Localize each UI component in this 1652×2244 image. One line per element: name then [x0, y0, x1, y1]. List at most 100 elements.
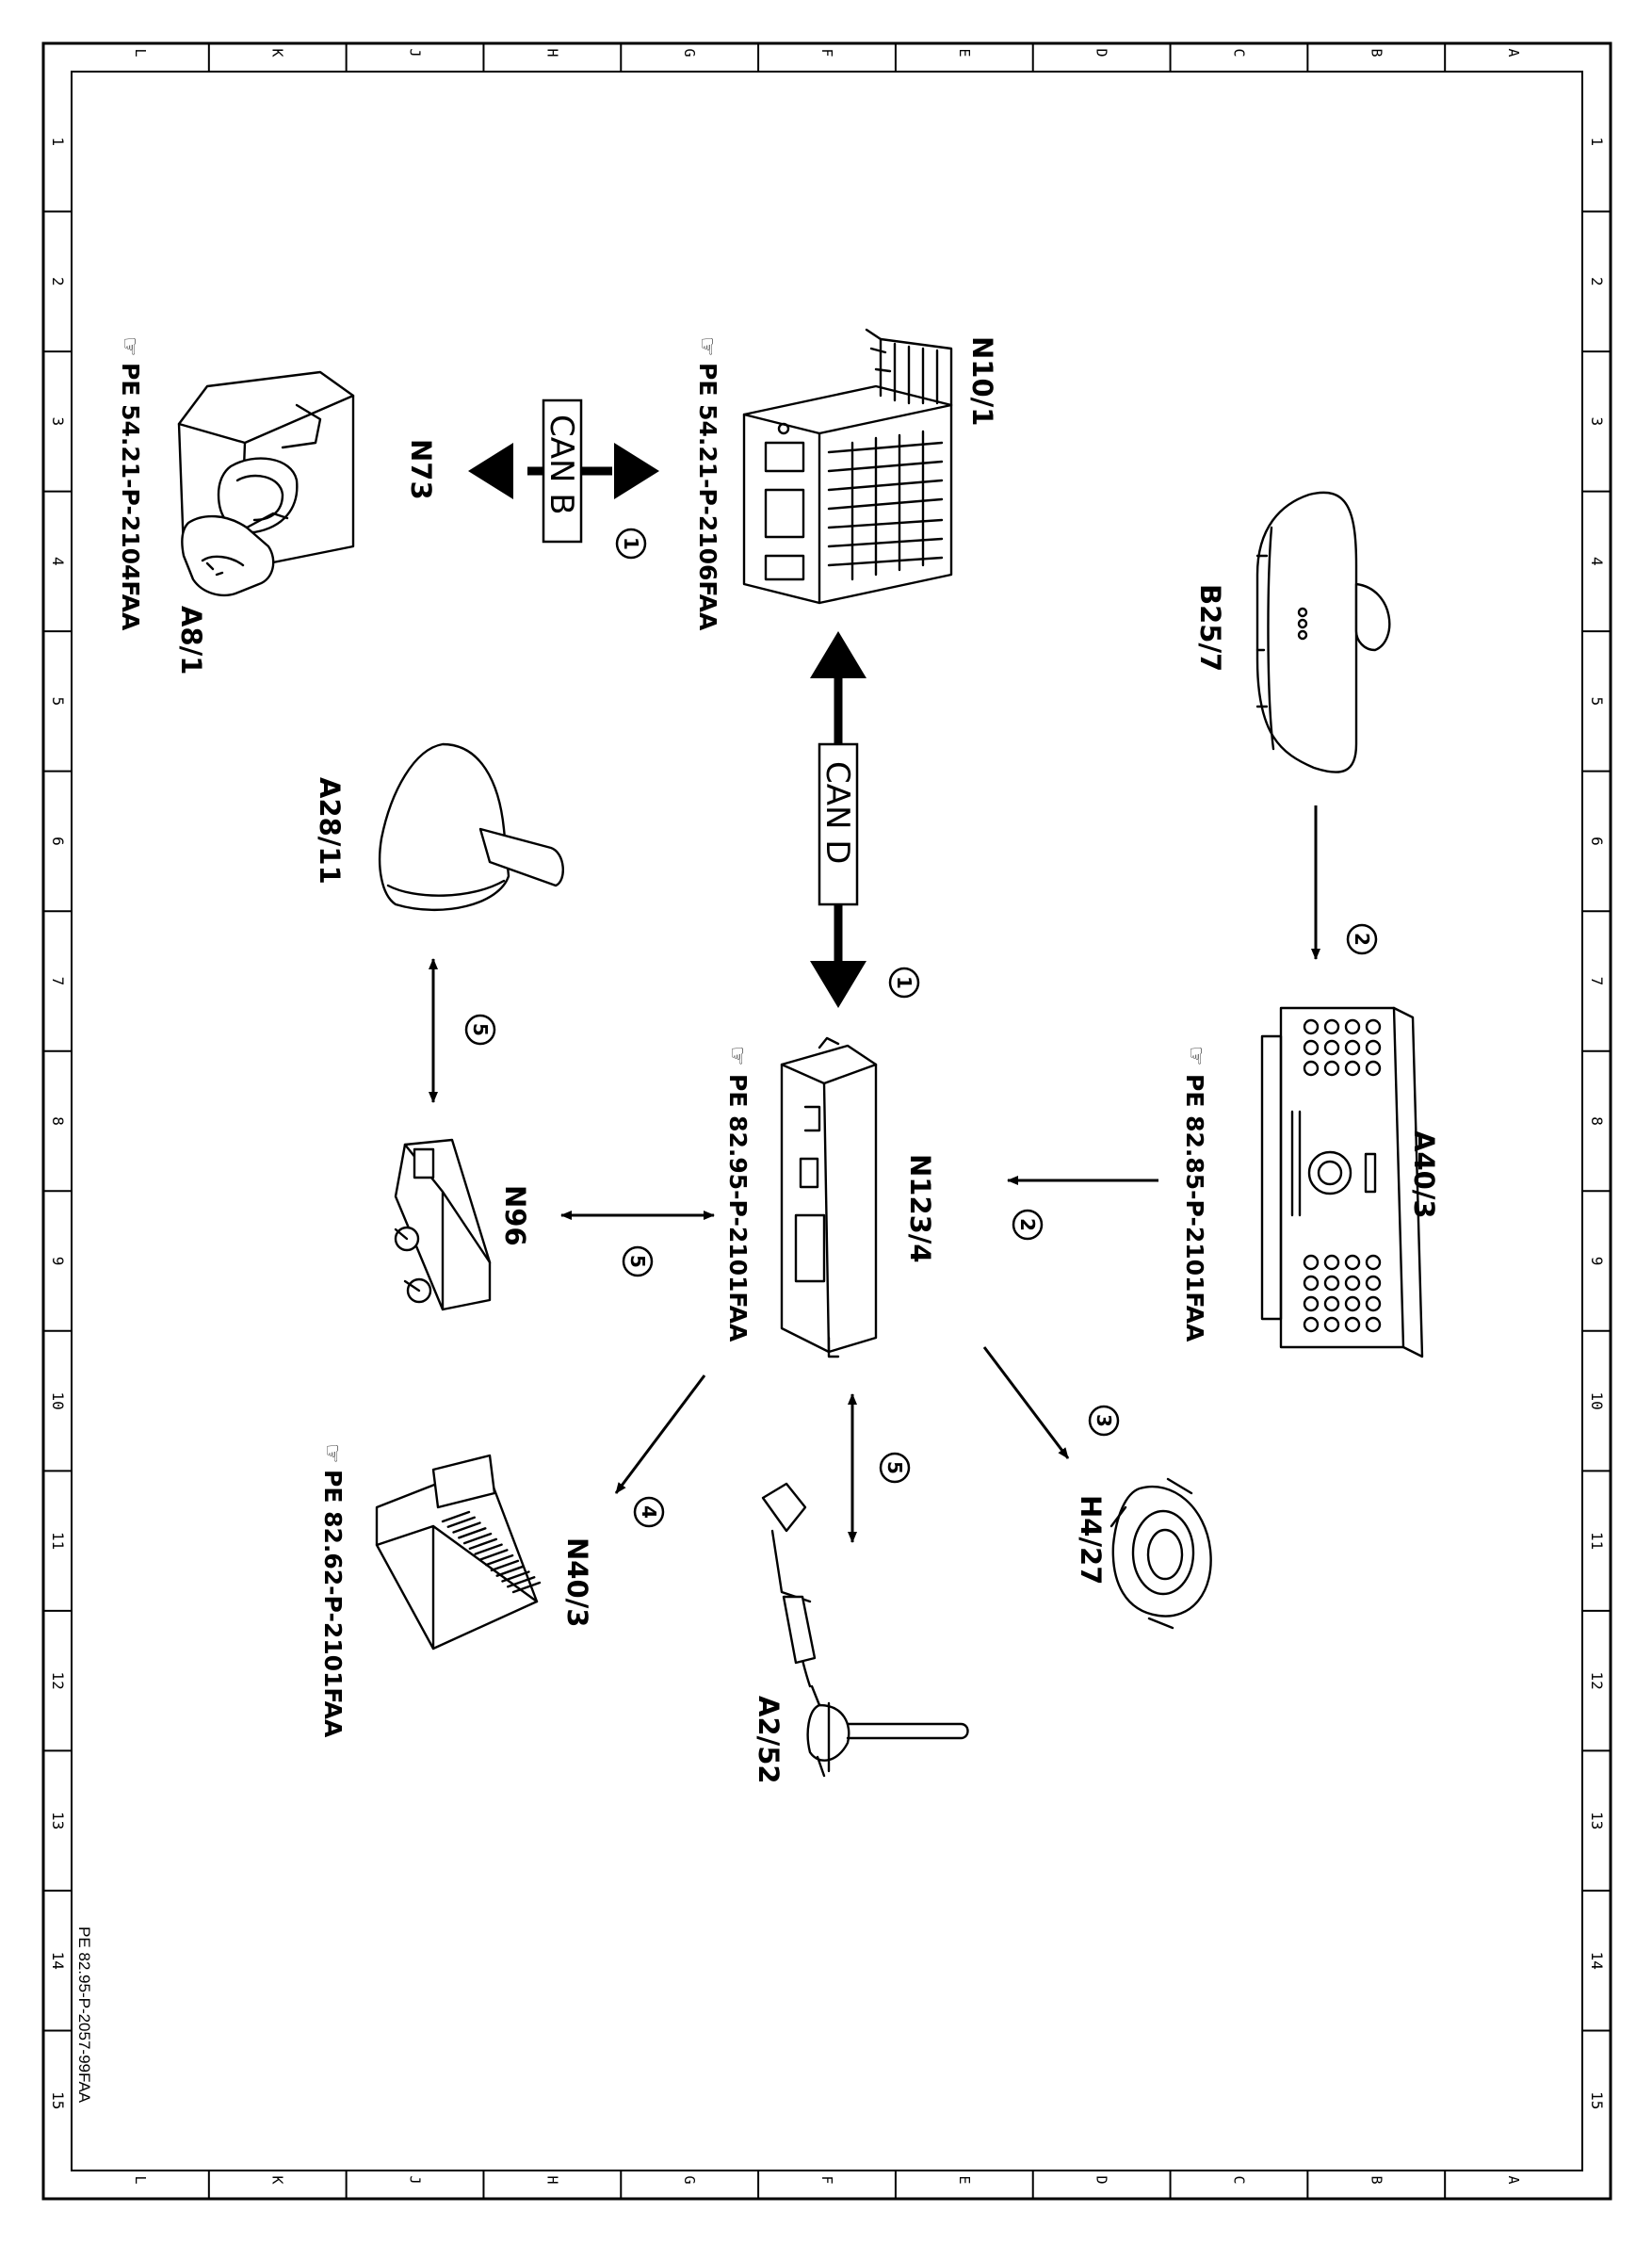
button-dot [1303, 1060, 1320, 1077]
grid-number-left: 11 [49, 1532, 67, 1550]
ref-n123-4: PE 82.95-P-2101FAA [724, 1074, 752, 1342]
grid-number-right: 14 [1588, 1952, 1606, 1970]
grid-number-left: 1 [49, 137, 67, 146]
grid-number-left: 9 [49, 1257, 67, 1266]
button-dot [1323, 1295, 1340, 1312]
button-dot [1303, 1316, 1320, 1333]
button-dot [1344, 1039, 1361, 1056]
connection-number-2a: 2 [1346, 923, 1378, 955]
connection-number-4: 4 [633, 1496, 665, 1528]
rearview-mirror-icon [1255, 491, 1391, 773]
label-a28-11: A28/11 [314, 777, 346, 885]
grid-letter-top: A [1505, 48, 1522, 57]
grid-letter-top: L [132, 48, 149, 57]
heat-fin [501, 1570, 530, 1583]
connection-number-1b: 1 [888, 967, 920, 999]
can-d-label: CAN D [818, 742, 859, 906]
arrow-n123-h427 [982, 1346, 1070, 1459]
heat-fin [462, 1532, 493, 1545]
connection-number-1a: 1 [615, 528, 647, 560]
grid-letter-top: K [269, 48, 286, 57]
connection-number-markers: 1 1 2 2 3 4 5 5 5 [464, 528, 1378, 1528]
button-dot [1344, 1275, 1361, 1292]
grid-number-right: 5 [1588, 697, 1606, 707]
grid-number-left: 15 [49, 2091, 67, 2109]
button-dot [1323, 1060, 1340, 1077]
svg-text:2: 2 [1351, 933, 1373, 946]
heat-fin [507, 1576, 536, 1588]
heat-fin [511, 1581, 542, 1594]
svg-text:1: 1 [620, 537, 642, 550]
button-dot [1344, 1295, 1361, 1312]
button-dot [1303, 1018, 1320, 1035]
grid-letter-bottom: C [1230, 2175, 1247, 2184]
ref-n40-3: PE 82.62-P-2101FAA [319, 1470, 347, 1738]
heat-fin [484, 1553, 514, 1567]
grid-number-right: 7 [1588, 977, 1606, 986]
grid-number-right: 12 [1588, 1672, 1606, 1690]
grid-letter-bottom: E [956, 2175, 973, 2184]
ref-n10-1: PE 54.21-P-2106FAA [694, 363, 721, 631]
heat-fin [446, 1516, 476, 1528]
grid-number-left: 6 [49, 837, 67, 846]
button-dot [1344, 1316, 1361, 1333]
connection-number-5c: 5 [464, 1014, 496, 1046]
reference-hand-icon: ☞ [117, 336, 142, 357]
button-dot [1365, 1039, 1382, 1056]
grid-number-right: 6 [1588, 837, 1606, 846]
grid-number-right: 2 [1588, 277, 1606, 286]
label-a40-3: A40/3 [1408, 1130, 1440, 1219]
svg-text:3: 3 [1093, 1414, 1115, 1427]
grid-number-right: 10 [1588, 1391, 1606, 1409]
grid-letter-top: C [1230, 48, 1247, 57]
grid-number-left: 8 [49, 1116, 67, 1126]
button-dot [1323, 1039, 1340, 1056]
button-dot [1323, 1316, 1340, 1333]
grid-number-right: 1 [1588, 137, 1606, 146]
amplifier-icon [375, 1454, 542, 1650]
ref-n73: PE 54.21-P-2104FAA [117, 363, 144, 631]
grid-number-left: 7 [49, 977, 67, 986]
grid-letter-top: H [543, 48, 560, 57]
grid-letter-top: D [1093, 48, 1110, 57]
grid-letter-top: G [681, 48, 698, 57]
label-b25-7: B25/7 [1194, 584, 1226, 672]
grid-number-left: 2 [49, 277, 67, 286]
heat-fin [474, 1543, 503, 1555]
can-b-label: CAN B [542, 398, 583, 544]
grid-letter-bottom: H [543, 2175, 560, 2184]
grid-number-right: 8 [1588, 1116, 1606, 1126]
label-n10-1: N10/1 [966, 336, 998, 426]
communication-module-icon [780, 1036, 878, 1358]
grid-letter-bottom: A [1505, 2175, 1522, 2184]
grid-letter-top: F [818, 48, 835, 57]
button-dot [1344, 1254, 1361, 1271]
svg-text:CAN B: CAN B [543, 415, 580, 515]
arrow-n123-n403 [614, 1374, 706, 1494]
button-dot [1303, 1275, 1320, 1292]
connection-lines [429, 443, 1320, 1543]
heat-fin [441, 1510, 471, 1523]
grid-letter-top: J [407, 48, 424, 57]
button-dot [1365, 1254, 1382, 1271]
button-dot [1323, 1275, 1340, 1292]
grid-letter-bottom: G [681, 2175, 698, 2184]
button-dot [1344, 1018, 1361, 1035]
grid-number-right: 3 [1588, 417, 1606, 427]
grid-number-right: 11 [1588, 1532, 1606, 1550]
drawing-id: PE 82.95-P-2057-99FAA [75, 1927, 93, 2104]
heat-fin [468, 1537, 498, 1551]
svg-text:1: 1 [893, 976, 915, 989]
connection-number-3: 3 [1088, 1405, 1120, 1437]
reference-hand-icon: ☞ [694, 336, 720, 357]
grid-letter-bottom: B [1368, 2175, 1385, 2184]
connection-number-5a: 5 [879, 1452, 911, 1484]
label-n96: N96 [499, 1185, 531, 1246]
receiver-module-icon [394, 1138, 492, 1311]
button-dot [1365, 1018, 1382, 1035]
grid-letter-top: E [956, 48, 973, 57]
label-a8-1: A8/1 [175, 606, 207, 675]
svg-text:2: 2 [1016, 1218, 1039, 1231]
label-n40-3: N40/3 [561, 1537, 593, 1627]
